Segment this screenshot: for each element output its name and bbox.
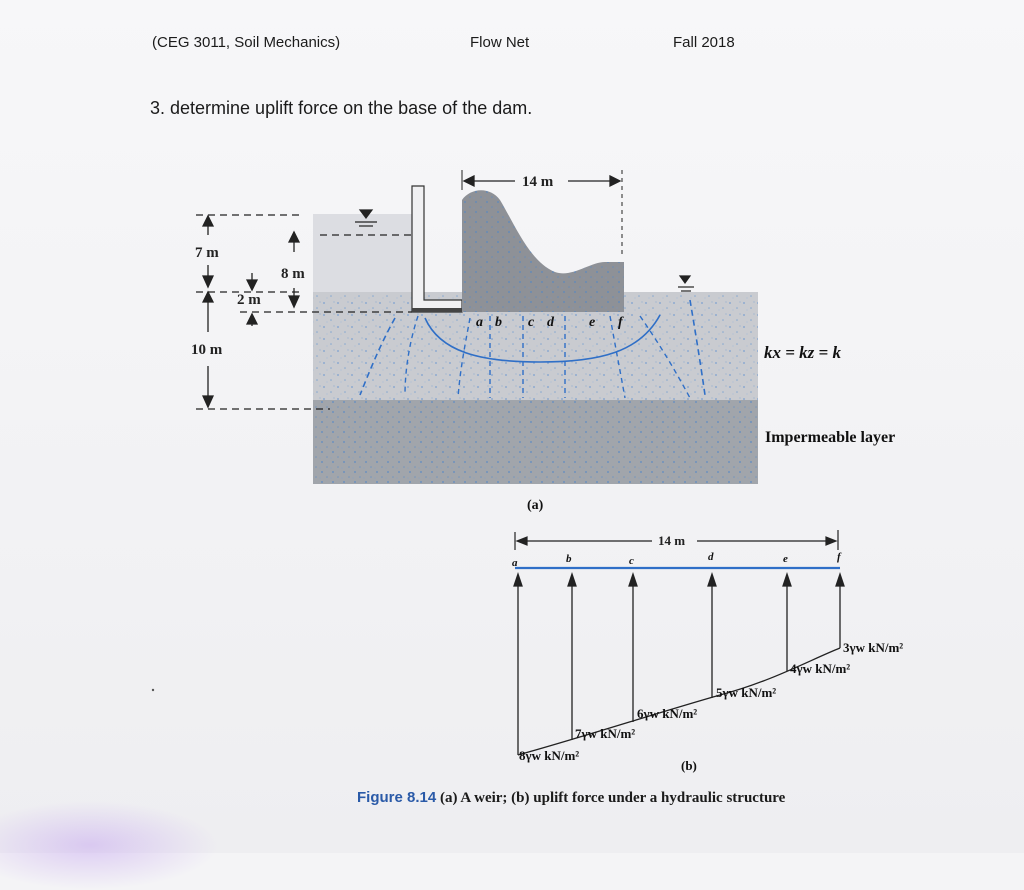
figure-b-label: (b) (681, 758, 697, 773)
figure-a-label: (a) (527, 498, 544, 513)
figure-caption-text: (a) A weir; (b) uplift force under a hyd… (439, 790, 786, 806)
point-c: c (528, 315, 535, 330)
impermeable-layer-label: Impermeable layer (765, 429, 895, 446)
dim-10m: 10 m (191, 342, 223, 358)
level-dashed-lines (196, 214, 412, 410)
point-b-a: a (512, 557, 518, 569)
point-e: e (589, 315, 595, 330)
pressure-labels: 8γw kN/m² 7γw kN/m² 6γw kN/m² 5γw kN/m² … (519, 640, 903, 763)
figure-caption: Figure 8.14 (a) A weir; (b) uplift force… (357, 789, 785, 807)
pressure-c: 6γw kN/m² (637, 706, 697, 721)
dim-14m-a: 14 m (522, 174, 554, 190)
point-b: b (495, 315, 502, 330)
point-b-f: f (837, 551, 842, 563)
uplift-pressure-curve (517, 647, 841, 756)
dimension-arrows (201, 170, 623, 409)
dim-7m: 7 m (195, 245, 219, 261)
point-b-b: b (566, 553, 572, 565)
points-b: a b c d e f (512, 551, 842, 569)
point-b-d: d (708, 551, 714, 563)
pressure-a: 8γw kN/m² (519, 748, 579, 763)
upstream-water-level-icon (355, 209, 377, 227)
flow-lines (359, 299, 706, 396)
pressure-e: 4γw kN/m² (790, 661, 850, 676)
question-text: 3. determine uplift force on the base of… (150, 98, 533, 118)
point-d: d (547, 315, 555, 330)
point-b-c: c (629, 555, 634, 567)
dim-14m-b: 14 m (658, 533, 685, 548)
dim-2m: 2 m (237, 292, 261, 308)
dim-8m: 8 m (281, 266, 305, 282)
term-header: Fall 2018 (673, 34, 735, 51)
course-header: (CEG 3011, Soil Mechanics) (152, 34, 341, 51)
pressure-d: 5γw kN/m² (716, 685, 776, 700)
weir-figure: 14 m 7 m 8 m 2 m 10 m a b c d e f kx = k… (151, 170, 903, 773)
permeability-label: kx = kz = k (764, 343, 841, 362)
upstream-water (313, 214, 413, 292)
point-a: a (476, 315, 483, 330)
pressure-f: 3γw kN/m² (843, 640, 903, 655)
topic-header: Flow Net (470, 34, 530, 51)
stray-dot (151, 688, 155, 692)
weir-texture (462, 190, 624, 312)
pressure-arrows (513, 571, 845, 755)
equipotential-lines (404, 315, 691, 399)
point-b-e: e (783, 553, 788, 565)
downstream-water-level-icon (678, 275, 694, 292)
point-f: f (618, 315, 624, 330)
dim-14m-b-arrows (514, 530, 839, 550)
points-a: a b c d e f (476, 315, 624, 330)
impermeable-texture (313, 400, 758, 484)
pressure-b: 7γw kN/m² (575, 726, 635, 741)
figure-number: Figure 8.14 (357, 789, 437, 806)
